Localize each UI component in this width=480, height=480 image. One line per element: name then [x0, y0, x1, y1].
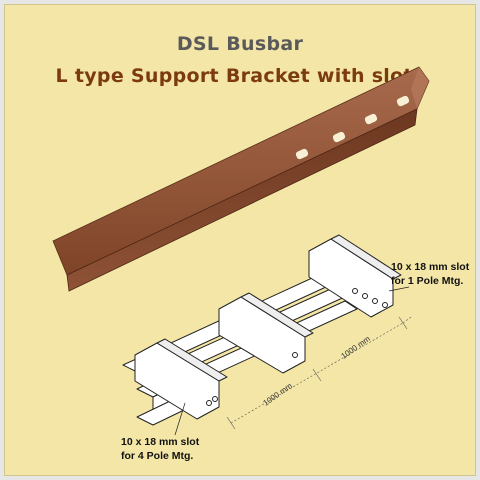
slot-hole	[295, 148, 309, 160]
slot-hole	[332, 131, 346, 143]
slot-label-line: for 4 Pole Mtg.	[121, 450, 194, 462]
angle-bracket-illustration	[52, 66, 430, 292]
slot-label-1-pole: 10 x 18 mm slot for 1 Pole Mtg.	[391, 260, 469, 288]
image-frame: DSL Busbar L type Support Bracket with s…	[4, 4, 476, 476]
slot-hole	[396, 95, 410, 107]
slot-label-4-pole: 10 x 18 mm slot for 4 Pole Mtg.	[121, 435, 199, 463]
page-subtitle: L type Support Bracket with slots	[55, 65, 425, 87]
slot-hole	[364, 113, 378, 125]
assembly-drawing	[122, 234, 412, 436]
slot-label-line: 10 x 18 mm slot	[391, 261, 470, 273]
bracket-side-flange	[66, 108, 418, 292]
page-title: DSL Busbar	[176, 33, 304, 55]
slot-label-line: 10 x 18 mm slot	[121, 436, 200, 448]
slot-label-line: for 1 Pole Mtg.	[391, 275, 464, 287]
